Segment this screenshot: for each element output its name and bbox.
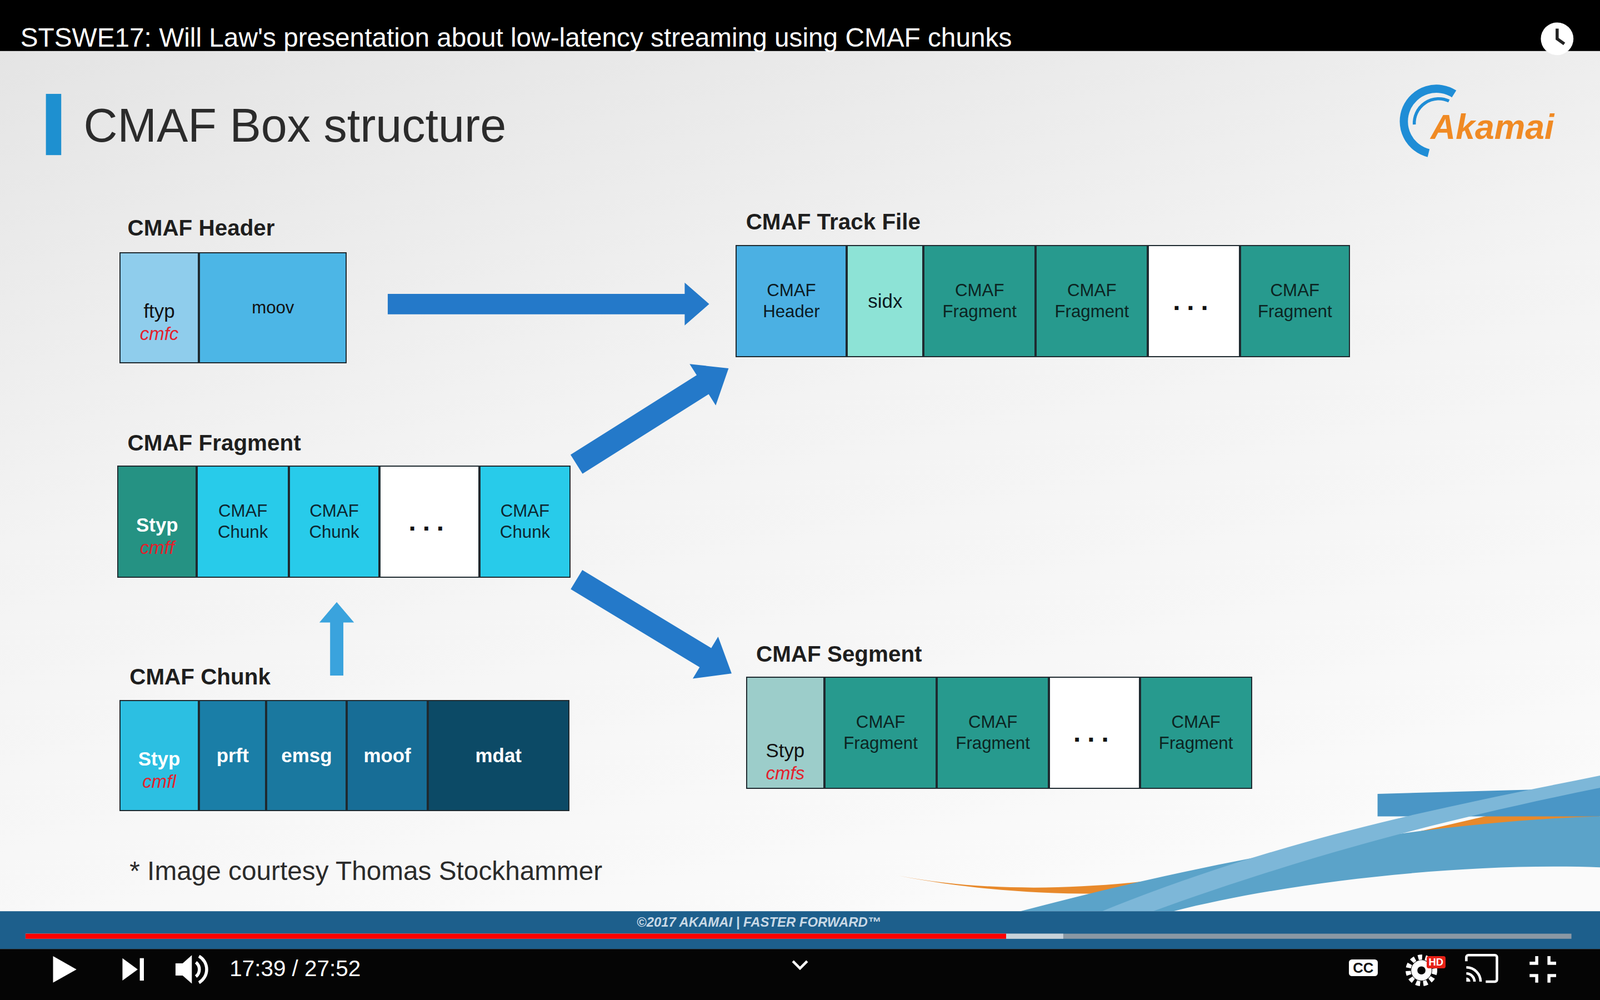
- box-label: CMAF Fragment: [1042, 280, 1141, 322]
- slide-title: CMAF Box structure: [83, 97, 507, 154]
- decor-swoosh: [1020, 816, 1600, 912]
- clock-hands: [1557, 28, 1565, 44]
- title-accent: [46, 93, 62, 155]
- chunk-box: CMAF Chunk: [479, 465, 570, 578]
- progress-played: [25, 933, 1007, 939]
- moov-box: moov: [198, 252, 347, 364]
- ellipsis-box: ...: [1048, 676, 1140, 789]
- video-title: STSWE17: Will Law's presentation about l…: [20, 21, 1013, 54]
- fragment-box: CMAF Fragment: [1140, 676, 1253, 789]
- next-icon: [122, 958, 138, 981]
- mdat-box: mdat: [427, 700, 570, 812]
- hd-badge: HD: [1426, 956, 1446, 969]
- prft-box: prft: [198, 700, 267, 812]
- box-label: ftyp: [126, 299, 192, 323]
- fragment-box: CMAF Fragment: [1035, 245, 1148, 358]
- logo-wordmark: Akamai: [1430, 106, 1554, 148]
- chevron-icon: [792, 961, 808, 969]
- box-label: moof: [353, 743, 420, 768]
- volume-icon: [175, 955, 192, 984]
- block-arrow: [570, 363, 729, 474]
- cmaf-header-group: CMAF Headerftypcmfcmoov: [119, 252, 348, 364]
- moof-box: moof: [346, 700, 428, 812]
- box-label: mdat: [435, 743, 563, 768]
- fragment-box: CMAF Fragment: [936, 676, 1049, 789]
- progress-track: [25, 933, 1572, 939]
- styp-box: Stypcmff: [117, 465, 197, 578]
- group-heading: CMAF Fragment: [127, 429, 302, 457]
- clock-icon: [1540, 22, 1574, 55]
- brand-code: cmff: [124, 536, 190, 559]
- time-display: 17:39 / 27:52: [229, 955, 361, 982]
- fragment-box: CMAF Fragment: [923, 245, 1036, 358]
- box-label: CMAF Header: [742, 280, 840, 322]
- box-label: CMAF Chunk: [486, 500, 563, 543]
- chunk-box: CMAF Chunk: [196, 465, 289, 578]
- fragment-box: CMAF Fragment: [1240, 245, 1350, 358]
- track-file-group: CMAF Track FileCMAF HeadersidxCMAF Fragm…: [735, 245, 1350, 358]
- box-label: CMAF Fragment: [930, 280, 1029, 322]
- chunk-group: CMAF ChunkStypcmflprftemsgmoofmdat: [119, 700, 570, 812]
- image-credit: * Image courtesy Thomas Stockhammer: [129, 855, 603, 887]
- fullscreen-exit-icon: [1529, 956, 1557, 983]
- styp-box: Stypcmfs: [746, 676, 825, 789]
- box-label: CMAF Chunk: [204, 500, 282, 543]
- box-label: CMAF Fragment: [1247, 280, 1343, 322]
- fragment-box: CMAF Fragment: [824, 676, 937, 789]
- box-label: moov: [206, 297, 340, 318]
- emsg-box: emsg: [266, 700, 347, 812]
- block-arrow: [570, 570, 732, 679]
- captions-button: CC: [1348, 959, 1378, 977]
- ellipsis-box: ...: [379, 465, 480, 578]
- cast-icon: [1466, 955, 1497, 982]
- box-label: Styp: [126, 747, 192, 771]
- header-box: CMAF Header: [735, 245, 847, 358]
- sidx-box: sidx: [846, 245, 924, 358]
- ftyp-box: ftypcmfc: [119, 252, 199, 364]
- progress-buffer: [25, 933, 1064, 939]
- box-label: prft: [206, 743, 259, 768]
- box-label: emsg: [273, 743, 340, 768]
- box-label: ...: [1155, 285, 1233, 317]
- styp-box: Stypcmfl: [119, 700, 199, 812]
- footer-watermark: ©2017 AKAMAI | FASTER FORWARD™: [636, 914, 881, 931]
- footer-band: [0, 911, 1600, 949]
- box-label: ...: [1056, 716, 1133, 749]
- segment-group: CMAF SegmentStypcmfsCMAF FragmentCMAF Fr…: [746, 676, 1253, 789]
- ellipsis-box: ...: [1147, 245, 1240, 358]
- box-label: ...: [386, 505, 473, 538]
- box-label: Styp: [124, 513, 190, 537]
- box-label: CMAF Fragment: [1147, 711, 1245, 754]
- brand-code: cmfc: [126, 322, 192, 345]
- volume-waves: [196, 956, 207, 983]
- block-arrow: [387, 282, 710, 326]
- player-controls-bar: [0, 948, 1600, 1000]
- cast-icon: [1466, 977, 1470, 982]
- box-label: CMAF Chunk: [296, 500, 373, 543]
- group-heading: CMAF Segment: [756, 640, 923, 668]
- block-arrow: [319, 602, 354, 676]
- brand-code: cmfs: [753, 762, 818, 785]
- group-heading: CMAF Header: [127, 214, 275, 242]
- play-icon: [53, 956, 77, 983]
- brand-code: cmfl: [126, 770, 192, 793]
- settings-gear: [1417, 966, 1426, 975]
- group-heading: CMAF Chunk: [129, 663, 271, 690]
- box-label: CMAF Fragment: [943, 711, 1042, 754]
- fragment-group: CMAF FragmentStypcmffCMAF ChunkCMAF Chun…: [117, 465, 571, 578]
- box-label: Styp: [753, 738, 818, 763]
- group-heading: CMAF Track File: [746, 208, 921, 235]
- next-icon: [140, 958, 144, 981]
- decor-swoosh: [1102, 775, 1600, 912]
- chunk-box: CMAF Chunk: [288, 465, 380, 578]
- box-label: sidx: [853, 289, 917, 313]
- box-label: CMAF Fragment: [831, 711, 930, 754]
